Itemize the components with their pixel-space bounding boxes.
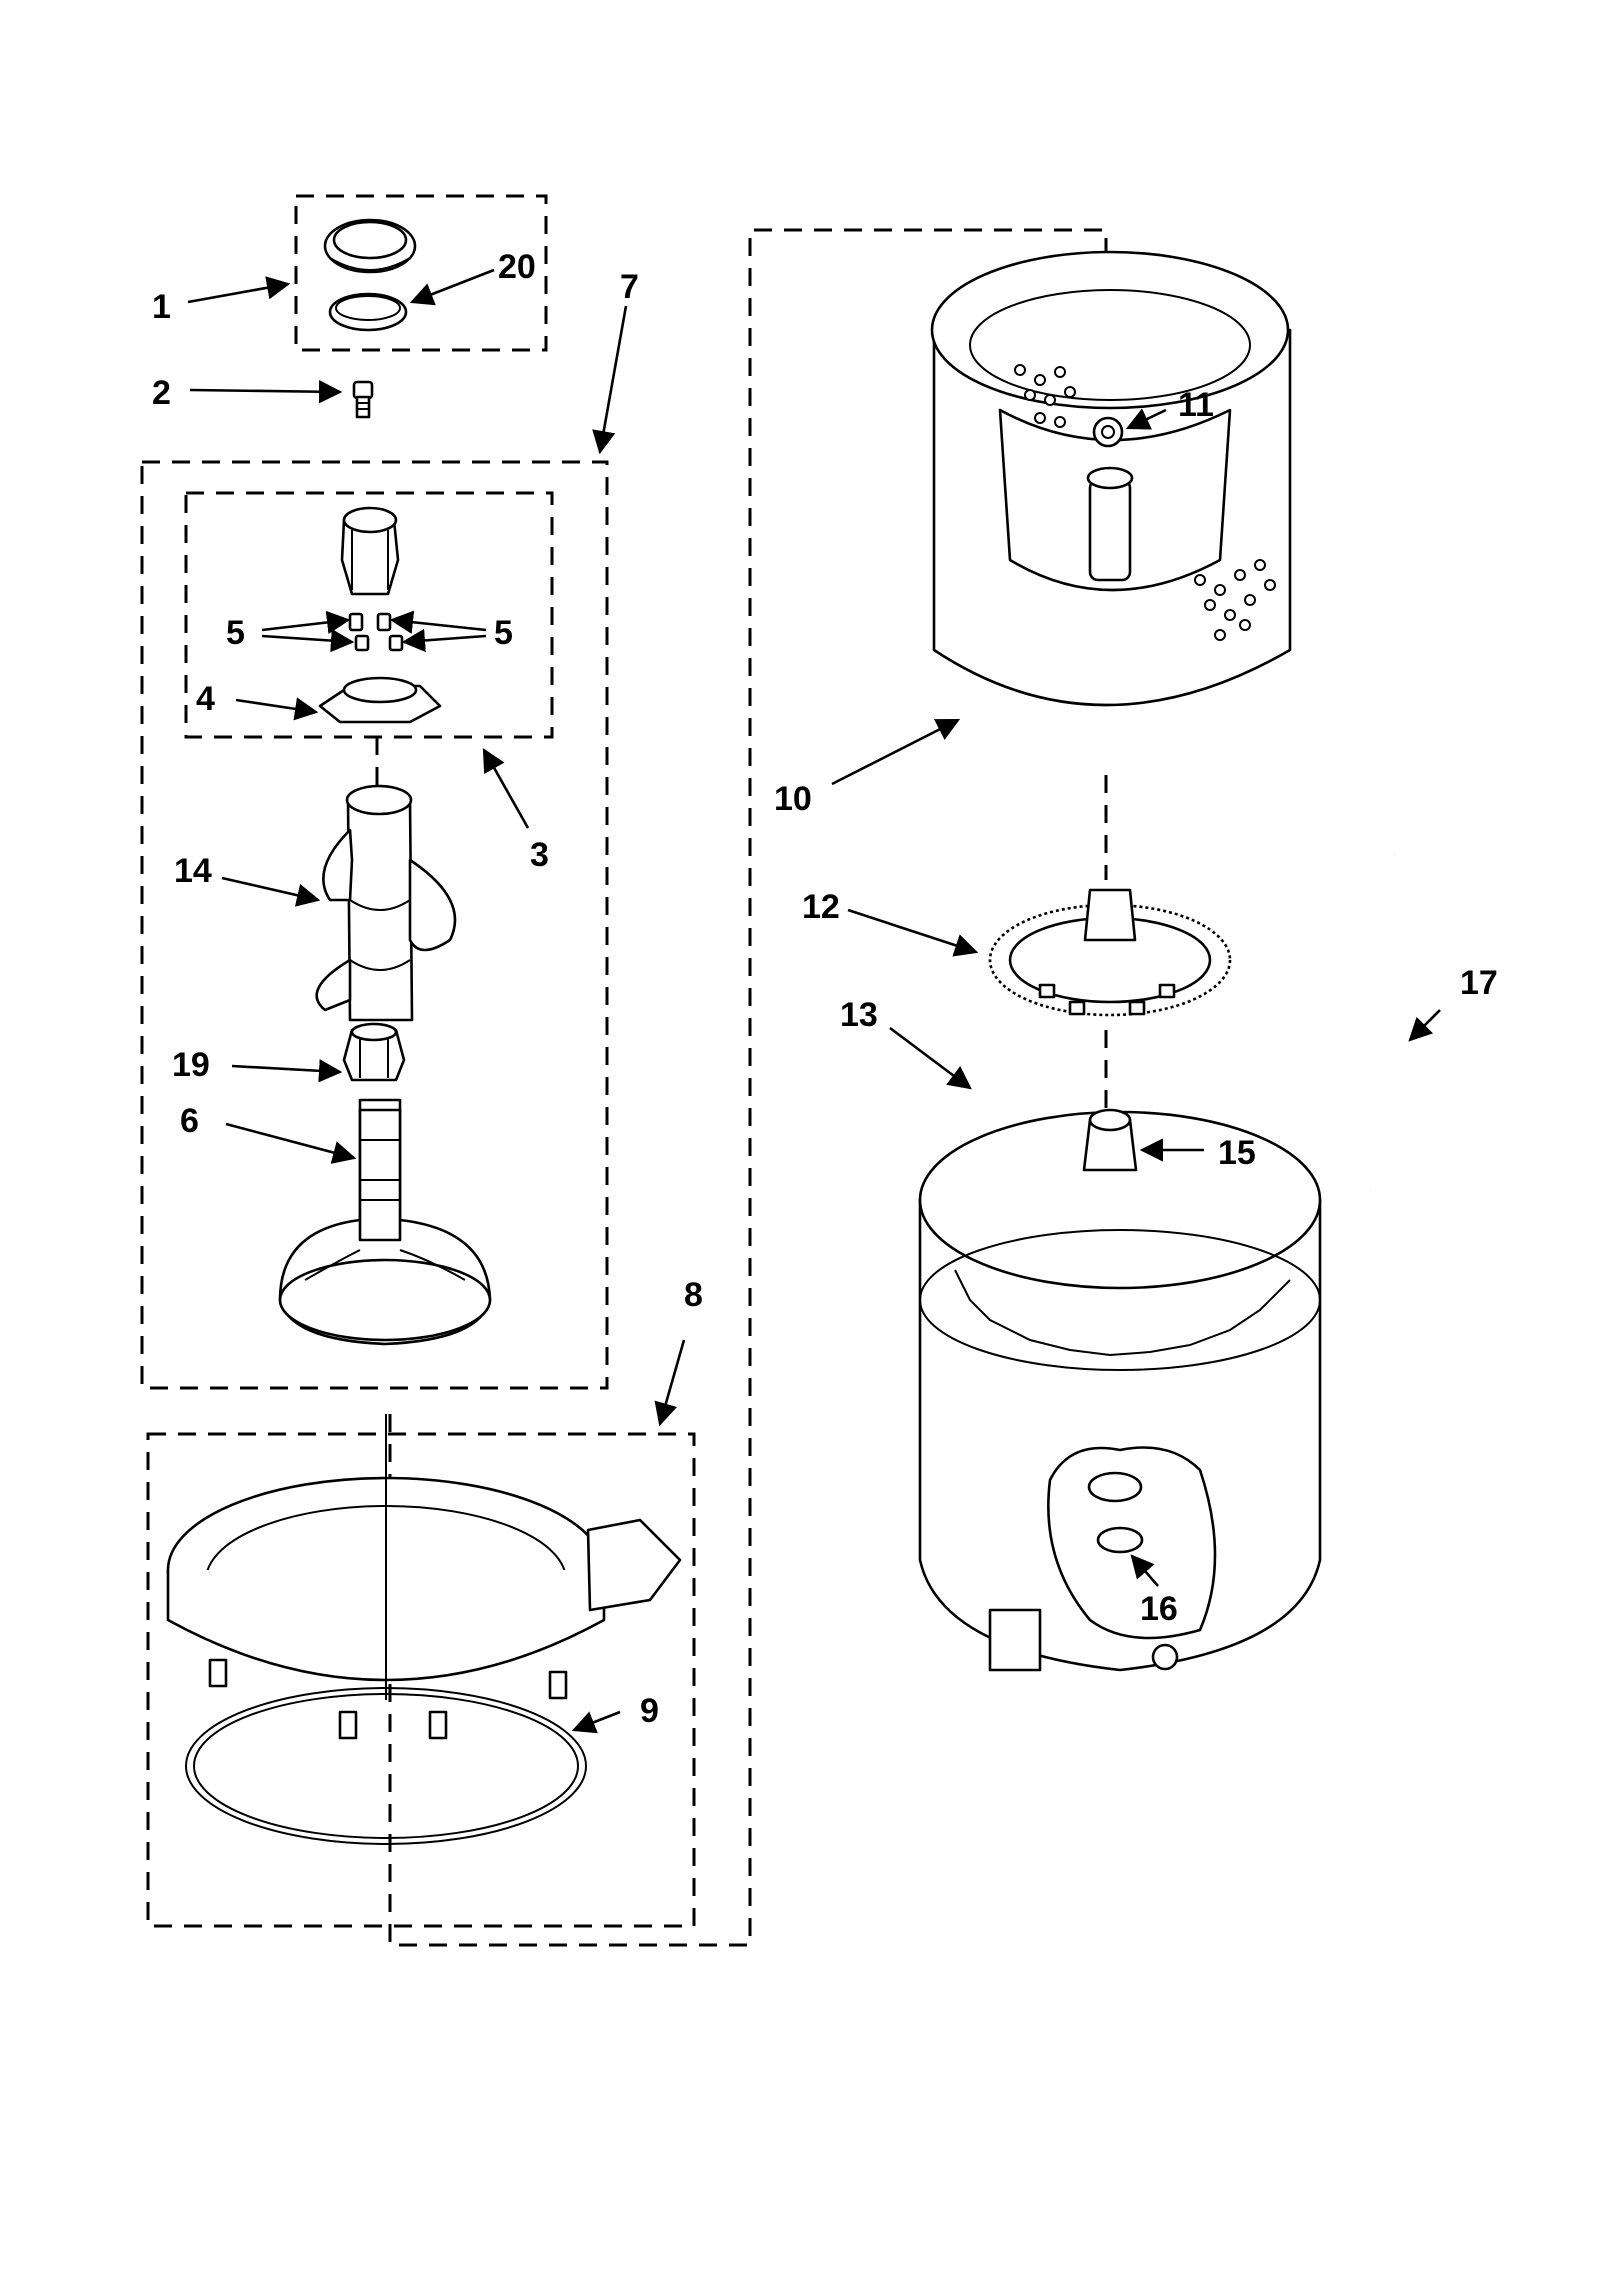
connector-line bbox=[388, 228, 1108, 1947]
callout-6: 6 bbox=[180, 1102, 199, 1140]
callout-2: 2 bbox=[152, 374, 171, 412]
group-box-3 bbox=[184, 491, 554, 739]
leader-8 bbox=[654, 1339, 686, 1427]
leader-13 bbox=[889, 1026, 972, 1090]
dog-ring bbox=[318, 676, 442, 724]
leader-20 bbox=[409, 268, 495, 306]
wash-basket bbox=[930, 250, 1292, 707]
tub-seal bbox=[1082, 1108, 1138, 1172]
callout-19: 19 bbox=[172, 1046, 210, 1084]
callout-3: 3 bbox=[530, 836, 549, 874]
leader-6 bbox=[225, 1122, 357, 1164]
callout-14: 14 bbox=[174, 852, 212, 890]
leader-16 bbox=[1130, 1554, 1159, 1587]
auger bbox=[315, 784, 457, 1022]
callout-8: 8 bbox=[684, 1276, 703, 1314]
agitator-cam bbox=[340, 506, 400, 596]
leader-1 bbox=[187, 276, 291, 304]
callout-12: 12 bbox=[802, 888, 840, 926]
leader-10 bbox=[831, 718, 961, 786]
leader-5b-1 bbox=[389, 610, 487, 634]
leader-4 bbox=[235, 697, 319, 721]
leader-5a-1 bbox=[261, 610, 351, 635]
callout-17: 17 bbox=[1460, 964, 1498, 1002]
leader-17 bbox=[1408, 1009, 1441, 1042]
callout-9: 9 bbox=[640, 1692, 659, 1730]
leader-11 bbox=[1125, 408, 1167, 430]
callout-11: 11 bbox=[1178, 386, 1214, 424]
outer-tub bbox=[918, 1110, 1322, 1672]
group-box-8 bbox=[146, 1432, 696, 1928]
callout-20: 20 bbox=[498, 248, 536, 286]
callout-5a: 5 bbox=[226, 614, 245, 652]
callout-1: 1 bbox=[152, 288, 171, 326]
leader-7 bbox=[592, 305, 628, 455]
leader-9 bbox=[571, 1710, 621, 1734]
leader-5b-2 bbox=[401, 628, 487, 653]
basket-nut bbox=[1092, 416, 1124, 448]
leader-12 bbox=[847, 908, 979, 957]
leader-3 bbox=[482, 747, 530, 829]
leader-19 bbox=[231, 1059, 343, 1083]
agitator-bearing bbox=[342, 1022, 406, 1082]
basket-drive bbox=[988, 888, 1232, 1017]
callout-10: 10 bbox=[774, 780, 812, 818]
agitator-dogs bbox=[348, 612, 404, 652]
leader-5a-2 bbox=[261, 628, 355, 653]
callout-15: 15 bbox=[1218, 1134, 1256, 1172]
callout-7: 7 bbox=[620, 268, 639, 306]
group-box-7 bbox=[140, 460, 609, 1390]
tub-ring bbox=[166, 1476, 682, 1740]
drain-hose bbox=[1368, 854, 1406, 1191]
seal-ring bbox=[328, 292, 408, 332]
callout-4: 4 bbox=[196, 680, 215, 718]
agitator-cap bbox=[323, 218, 417, 274]
callout-5b: 5 bbox=[494, 614, 513, 652]
leader-2 bbox=[189, 380, 343, 404]
bolt bbox=[352, 380, 374, 419]
callout-16: 16 bbox=[1140, 1590, 1178, 1628]
tub-clamp bbox=[185, 1687, 587, 1845]
group-box-1-20 bbox=[294, 194, 548, 352]
callout-13: 13 bbox=[840, 996, 878, 1034]
leader-14 bbox=[221, 876, 321, 907]
agitator-base bbox=[278, 1098, 492, 1346]
